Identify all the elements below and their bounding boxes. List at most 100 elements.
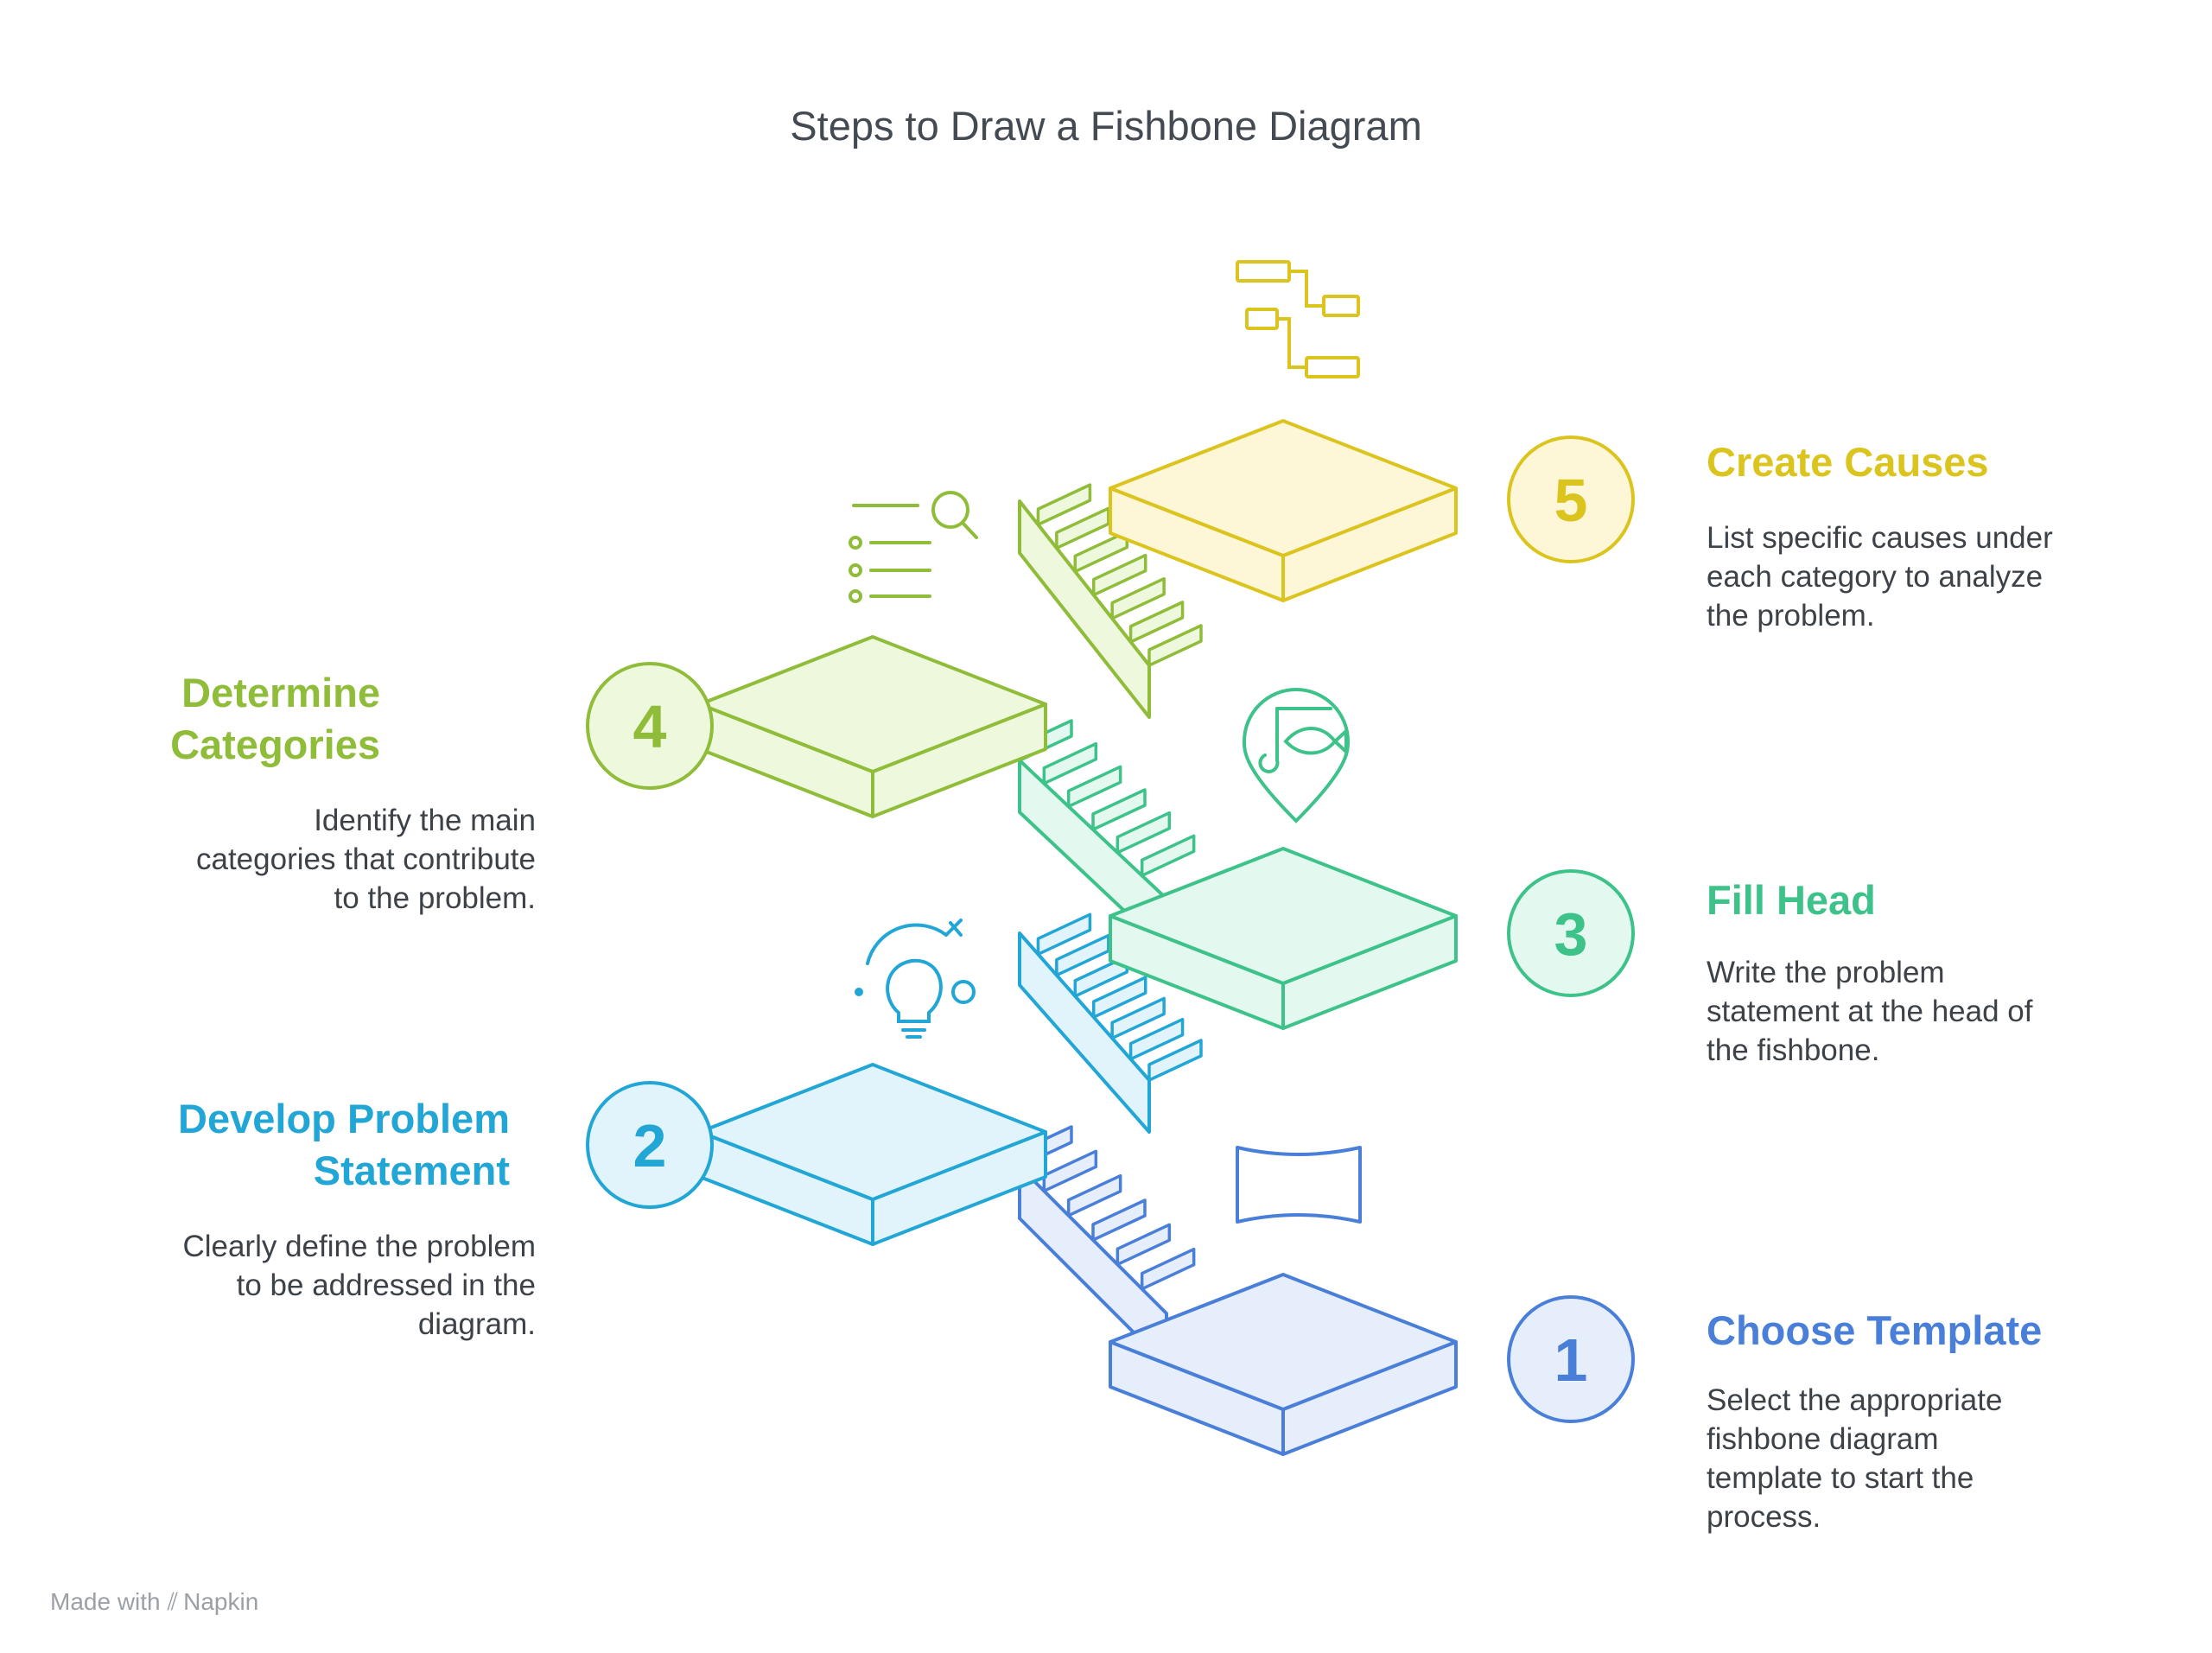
spark bbox=[944, 919, 963, 937]
stairs-2-to-3-step bbox=[1110, 996, 1166, 1040]
stairs-4-to-5-step bbox=[1128, 601, 1185, 644]
step-2-description-line: diagram. bbox=[417, 1307, 536, 1341]
stairs-2-to-3 bbox=[1018, 912, 1203, 1134]
step-2-description-line: to be addressed in the bbox=[236, 1268, 536, 1302]
step-1-number: 1 bbox=[1554, 1326, 1588, 1394]
step-5-title: Create Causes bbox=[1707, 439, 1989, 485]
step-2-description: Clearly define the problem to be address… bbox=[104, 1227, 536, 1344]
hierarchy-box bbox=[1245, 308, 1279, 330]
step-4-title-line: Determine bbox=[181, 670, 380, 715]
stairs-1-to-2 bbox=[1018, 1125, 1196, 1367]
diagram-title: Steps to Draw a Fishbone Diagram bbox=[790, 103, 1422, 149]
bulb bbox=[886, 958, 943, 1023]
hook bbox=[1258, 707, 1280, 773]
platform-1-top-face bbox=[1109, 1273, 1458, 1411]
hierarchy-connector bbox=[1277, 317, 1306, 369]
platform-4 bbox=[698, 635, 1047, 818]
stairs-1-to-2-step bbox=[1042, 1149, 1098, 1193]
step-1-description: Select the appropriate fishbone diagram … bbox=[1707, 1381, 2121, 1536]
platform-4-top-face bbox=[698, 635, 1047, 773]
magnifier-handle bbox=[961, 521, 978, 539]
stairs-2-to-3-step bbox=[1128, 1017, 1185, 1061]
stairs-1-to-2-step bbox=[1116, 1223, 1172, 1267]
step-4-title: Determine Categories bbox=[86, 667, 380, 771]
fish-tail bbox=[1332, 727, 1348, 756]
step-3-description-line: Write the problem bbox=[1707, 956, 1945, 989]
stairs-4-to-5-step bbox=[1091, 553, 1147, 597]
magnifier-lens bbox=[931, 491, 969, 529]
platform-2-top-face bbox=[698, 1063, 1047, 1201]
step-4-badge bbox=[586, 662, 714, 790]
step-4-description-line: Identify the main bbox=[314, 804, 536, 837]
step-2-title-line: Develop Problem bbox=[178, 1096, 510, 1141]
stairs-3-to-4-step bbox=[1066, 765, 1122, 809]
list-bullet bbox=[849, 536, 862, 550]
stairs-2-to-3-step bbox=[1055, 933, 1110, 977]
napkin-logo-icon: ⫽ bbox=[167, 1588, 179, 1615]
stairs-4-to-5 bbox=[1018, 483, 1203, 719]
platform-5-top-face bbox=[1109, 419, 1458, 557]
stairs-2-to-3-step bbox=[1091, 976, 1147, 1019]
step-4-number: 4 bbox=[633, 693, 667, 760]
step-3-description-line: statement at the head of bbox=[1707, 995, 2033, 1028]
stairs-3-to-4-step bbox=[1042, 741, 1098, 785]
stairs-2-to-3-step bbox=[1147, 1039, 1203, 1082]
list-search-icon bbox=[849, 491, 978, 603]
hierarchy-icon bbox=[1236, 260, 1360, 378]
platform-3 bbox=[1109, 847, 1458, 1030]
step-5-description-line: the problem. bbox=[1707, 599, 1875, 633]
platform-3-top-face bbox=[1109, 847, 1458, 985]
step-4-description-line: to the problem. bbox=[334, 881, 536, 915]
step-5-number: 5 bbox=[1554, 467, 1588, 534]
step-1-description-line: Select the appropriate bbox=[1707, 1383, 2003, 1417]
step-1-description-line: fishbone diagram bbox=[1707, 1422, 1939, 1456]
dot bbox=[855, 988, 863, 996]
list-bullet bbox=[849, 563, 862, 577]
stairs-1-to-2-step bbox=[1140, 1247, 1196, 1291]
stairs-3-to-4-step bbox=[1140, 834, 1196, 878]
platform-2 bbox=[698, 1063, 1047, 1246]
hierarchy-box bbox=[1236, 260, 1291, 283]
platform-5 bbox=[1109, 419, 1458, 602]
step-4-title-line: Categories bbox=[170, 722, 380, 767]
frame-shape bbox=[1236, 1146, 1362, 1224]
lightbulb-icon bbox=[855, 919, 976, 1039]
step-2-title: Develop Problem Statement bbox=[138, 1093, 510, 1197]
step-1-badge bbox=[1507, 1295, 1635, 1423]
stairs-2-to-3-step bbox=[1036, 912, 1092, 957]
step-2-badge bbox=[586, 1081, 714, 1209]
fish-body bbox=[1283, 727, 1338, 755]
hierarchy-box bbox=[1322, 295, 1360, 317]
step-5-description: List specific causes under each category… bbox=[1707, 518, 2121, 635]
step-1-description-line: process. bbox=[1707, 1500, 1821, 1534]
step-2-number: 2 bbox=[633, 1112, 667, 1179]
dot bbox=[951, 980, 976, 1004]
stairs-4-to-5-stringer bbox=[1018, 499, 1151, 719]
footer-brand: Napkin bbox=[183, 1588, 259, 1615]
step-2-title-line: Statement bbox=[313, 1148, 510, 1193]
stairs-4-to-5-step bbox=[1147, 624, 1203, 667]
footer-credit: Made with⫽Napkin bbox=[50, 1588, 258, 1617]
ring-arc bbox=[866, 923, 948, 965]
step-1-title: Choose Template bbox=[1707, 1307, 2043, 1353]
hierarchy-connector bbox=[1289, 270, 1324, 308]
bulb-base bbox=[901, 1028, 926, 1039]
step-5-badge bbox=[1507, 436, 1635, 563]
footer-made-with: Made with bbox=[50, 1588, 161, 1615]
step-4-description-line: categories that contribute bbox=[195, 842, 536, 876]
step-5-description-line: List specific causes under bbox=[1707, 521, 2053, 555]
step-3-badge bbox=[1507, 869, 1635, 997]
stairs-4-to-5-step bbox=[1110, 576, 1166, 620]
platform-1 bbox=[1109, 1273, 1458, 1456]
list-bullet bbox=[849, 589, 862, 603]
step-3-title: Fill Head bbox=[1707, 877, 1876, 923]
step-3-description: Write the problem statement at the head … bbox=[1707, 953, 2121, 1070]
frame-icon bbox=[1236, 1146, 1362, 1224]
stairs-4-to-5-step bbox=[1036, 483, 1092, 526]
stairs-3-to-4-step bbox=[1116, 811, 1172, 855]
fish-hook-pin-icon bbox=[1242, 688, 1351, 823]
step-5-description-line: each category to analyze bbox=[1707, 560, 2044, 594]
stairs-3-to-4-step bbox=[1091, 788, 1147, 831]
